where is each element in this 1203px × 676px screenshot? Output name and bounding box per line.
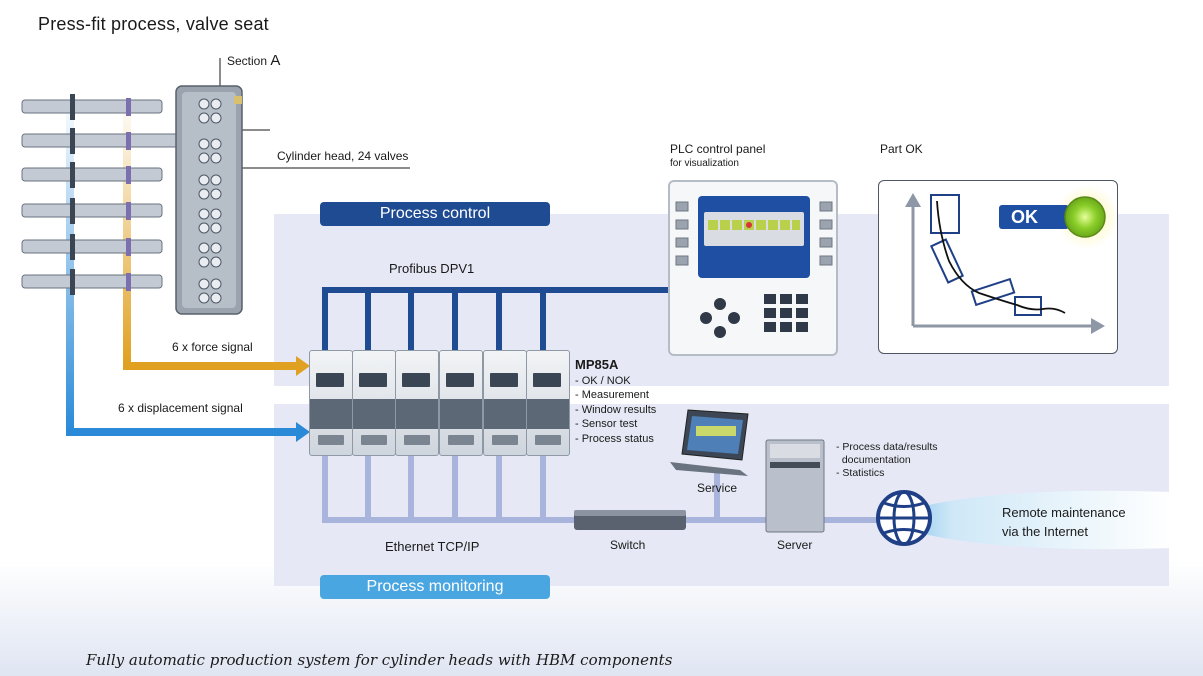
ethernet-bus bbox=[322, 456, 880, 523]
server-item: - Process data/results bbox=[836, 441, 938, 453]
mp85a-item: - Sensor test bbox=[575, 418, 638, 431]
mp85a-name: MP85A bbox=[575, 357, 619, 372]
ok-text: OK bbox=[1011, 207, 1038, 227]
page-title: Press-fit process, valve seat bbox=[38, 14, 269, 34]
server-item: - Statistics bbox=[836, 467, 885, 479]
mp85a-module bbox=[439, 350, 483, 456]
profibus-label: Profibus DPV1 bbox=[389, 261, 475, 276]
force-signal-label: 6 x force signal bbox=[172, 340, 253, 354]
switch-device bbox=[574, 510, 686, 530]
process-monitoring-pill: Process monitoring bbox=[320, 575, 550, 599]
switch-label: Switch bbox=[610, 538, 646, 552]
process-control-pill: Process control bbox=[320, 202, 550, 226]
force-displacement-sketch bbox=[905, 185, 1117, 334]
plc-panel-art bbox=[675, 196, 833, 338]
plc-control-panel bbox=[668, 180, 838, 356]
cylinder-head-label: Cylinder head, 24 valves bbox=[277, 149, 409, 163]
force-arrow-head bbox=[296, 356, 310, 376]
mp85a-module bbox=[526, 350, 570, 456]
section-letter: A bbox=[270, 52, 281, 69]
plc-subtitle: for visualization bbox=[670, 158, 739, 169]
displacement-arrow-head bbox=[296, 422, 310, 442]
displacement-signal-label: 6 x displacement signal bbox=[118, 401, 243, 415]
remote-maintenance: Remote maintenance via the Internet bbox=[1002, 503, 1126, 541]
mp85a-module bbox=[395, 350, 439, 456]
mp85a-module bbox=[309, 350, 353, 456]
remote-line: Remote maintenance bbox=[1002, 505, 1126, 520]
mp85a-module bbox=[352, 350, 396, 456]
cylinder-head bbox=[175, 85, 243, 315]
force-signal-line bbox=[123, 112, 296, 370]
part-ok-label: Part OK bbox=[880, 142, 923, 156]
press-cylinders bbox=[21, 94, 193, 295]
mp85a-info: MP85A - OK / NOK - Measurement - Window … bbox=[575, 357, 656, 446]
plc-title: PLC control panel bbox=[670, 142, 766, 156]
mp85a-item: - Measurement bbox=[575, 389, 649, 402]
service-laptop bbox=[670, 409, 749, 476]
mp85a-module bbox=[483, 350, 527, 456]
server-device bbox=[765, 439, 825, 533]
section-label: Section A bbox=[227, 52, 280, 69]
server-info: - Process data/results documentation - S… bbox=[836, 441, 938, 480]
globe-icon bbox=[876, 490, 932, 546]
remote-line: via the Internet bbox=[1002, 524, 1088, 539]
part-ok-panel: OK bbox=[878, 180, 1118, 354]
remote-beam bbox=[880, 490, 1170, 550]
ethernet-label: Ethernet TCP/IP bbox=[385, 539, 480, 554]
mp85a-item: - Window results bbox=[575, 403, 657, 416]
section-word: Section bbox=[227, 54, 268, 68]
server-item: documentation bbox=[836, 454, 911, 466]
service-label: Service bbox=[697, 481, 738, 495]
server-label: Server bbox=[777, 538, 813, 552]
mp85a-item: - OK / NOK bbox=[575, 375, 631, 387]
figure-caption: Fully automatic production system for cy… bbox=[86, 651, 673, 669]
profibus-bus bbox=[322, 287, 668, 350]
mp85a-item: - Process status bbox=[575, 432, 654, 445]
ok-indicator-lamp bbox=[1064, 196, 1106, 238]
